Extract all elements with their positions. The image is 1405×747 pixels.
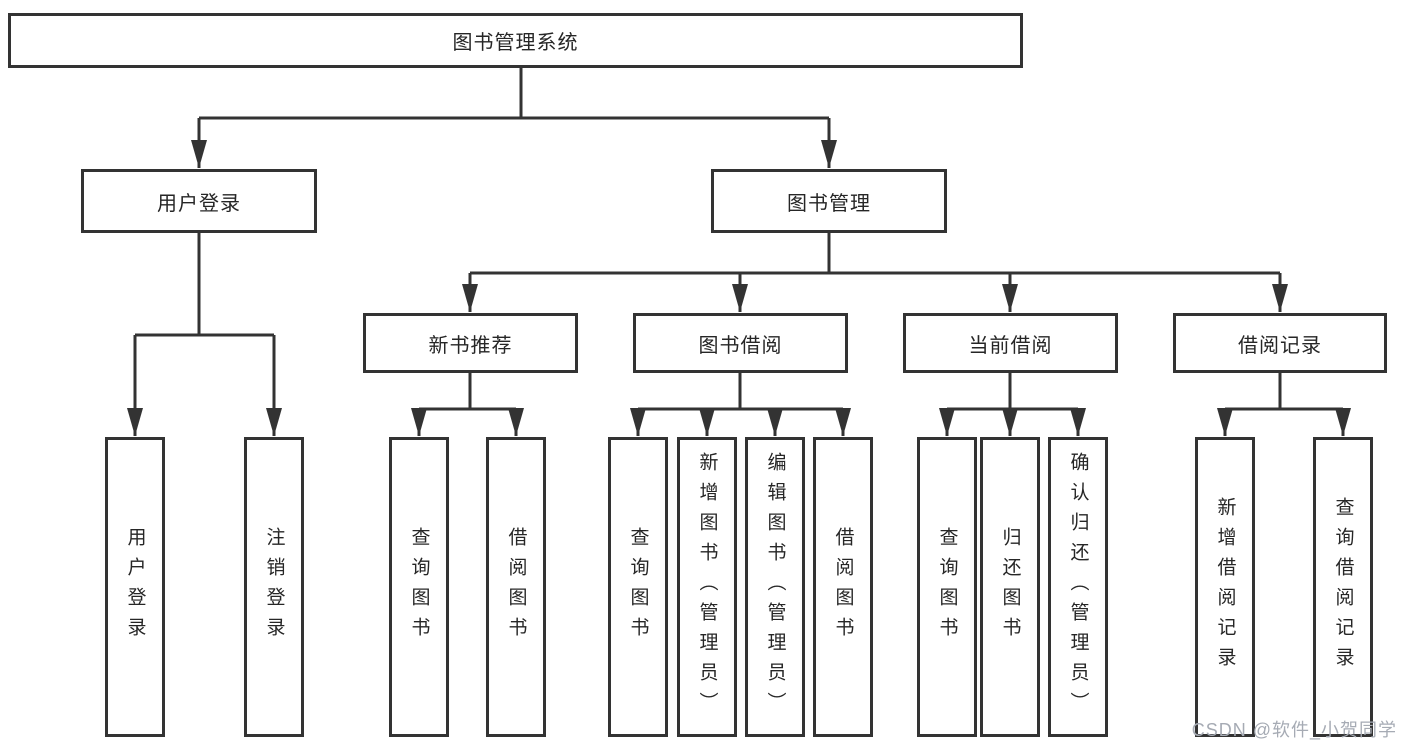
leaf-newbooks-query-book: 查询图书	[389, 437, 449, 737]
leaf-borrowing-query-book-label: 查询图书	[627, 527, 649, 647]
node-borrow-records: 借阅记录	[1173, 313, 1387, 373]
leaf-borrowing-edit-book-admin-label: 编辑图书（管理员）	[764, 452, 786, 722]
leaf-current-return-book-label: 归还图书	[999, 527, 1021, 647]
leaf-current-confirm-return-admin: 确认归还（管理员）	[1048, 437, 1108, 737]
leaf-records-query-record-label: 查询借阅记录	[1332, 497, 1354, 677]
leaf-current-query-book: 查询图书	[917, 437, 977, 737]
leaf-current-confirm-return-admin-label: 确认归还（管理员）	[1067, 452, 1089, 722]
leaf-records-add-record-label: 新增借阅记录	[1214, 497, 1236, 677]
leaf-newbooks-borrow-book-label: 借阅图书	[505, 527, 527, 647]
leaf-records-query-record: 查询借阅记录	[1313, 437, 1373, 737]
leaf-borrowing-borrow-book: 借阅图书	[813, 437, 873, 737]
leaf-borrowing-edit-book-admin: 编辑图书（管理员）	[745, 437, 805, 737]
node-new-book-recommend: 新书推荐	[363, 313, 578, 373]
leaf-current-return-book: 归还图书	[980, 437, 1040, 737]
node-system-root: 图书管理系统	[8, 13, 1023, 68]
leaf-newbooks-query-book-label: 查询图书	[408, 527, 430, 647]
leaf-user-login: 用户登录	[105, 437, 165, 737]
csdn-watermark: CSDN @软件_小贺同学	[1191, 720, 1397, 740]
leaf-logout-label: 注销登录	[263, 527, 285, 647]
node-user-login: 用户登录	[81, 169, 317, 233]
node-book-borrowing: 图书借阅	[633, 313, 848, 373]
leaf-records-add-record: 新增借阅记录	[1195, 437, 1255, 737]
leaf-borrowing-borrow-book-label: 借阅图书	[832, 527, 854, 647]
leaf-logout: 注销登录	[244, 437, 304, 737]
leaf-user-login-label: 用户登录	[124, 527, 146, 647]
leaf-newbooks-borrow-book: 借阅图书	[486, 437, 546, 737]
node-book-management: 图书管理	[711, 169, 947, 233]
leaf-borrowing-add-book-admin-label: 新增图书（管理员）	[696, 452, 718, 722]
leaf-borrowing-query-book: 查询图书	[608, 437, 668, 737]
leaf-borrowing-add-book-admin: 新增图书（管理员）	[677, 437, 737, 737]
node-current-borrowing: 当前借阅	[903, 313, 1118, 373]
leaf-current-query-book-label: 查询图书	[936, 527, 958, 647]
